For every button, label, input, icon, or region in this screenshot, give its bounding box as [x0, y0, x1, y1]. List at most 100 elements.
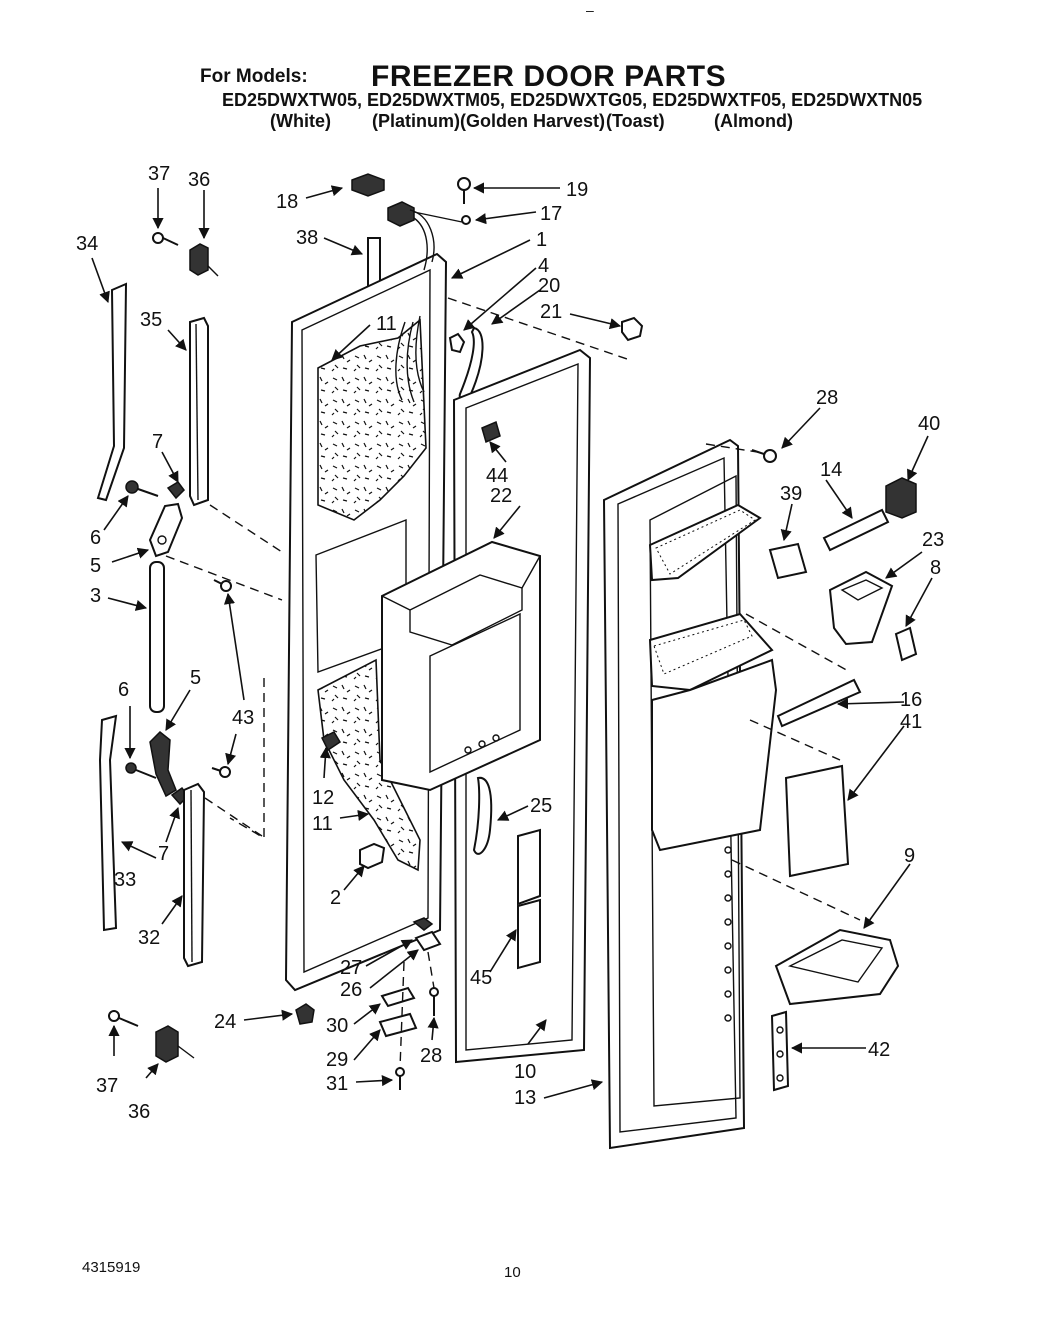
callout-28-lower: 28 [420, 1045, 442, 1067]
hinge-cap-top [189, 243, 219, 277]
callout-28-upper: 28 [816, 387, 838, 409]
callout-31: 31 [326, 1073, 348, 1095]
pad-45-upper [517, 828, 541, 906]
part-21 [621, 316, 644, 342]
callout-38: 38 [296, 227, 318, 249]
bracket-29 [378, 1012, 418, 1038]
callout-14: 14 [820, 459, 842, 481]
callout-37-bottom: 37 [96, 1075, 118, 1097]
callout-11-top: 11 [376, 313, 397, 335]
model-numbers: ED25DWXTW05, ED25DWXTM05, ED25DWXTG05, E… [222, 90, 923, 110]
color-toast: (Toast) [606, 111, 665, 131]
callout-40: 40 [918, 413, 940, 435]
callout-6-lower: 6 [118, 679, 129, 701]
pad-39 [768, 542, 808, 580]
callout-9: 9 [904, 845, 915, 867]
callout-10: 10 [514, 1061, 536, 1083]
dispenser-bezel [651, 658, 778, 852]
top-mark: – [586, 2, 594, 18]
color-golden-harvest: (Golden Harvest) [460, 111, 606, 131]
screw-6-top [125, 480, 159, 497]
bracket-30 [380, 986, 416, 1008]
clip-12 [320, 731, 342, 752]
color-white: (White) [270, 111, 331, 131]
color-almond: (Almond) [714, 111, 793, 131]
screw-6-lower [125, 762, 157, 779]
screw-19 [457, 177, 471, 204]
callout-5-top: 5 [90, 555, 101, 577]
callout-27: 27 [340, 957, 362, 979]
clip-44 [481, 420, 501, 444]
callout-labels: 37 36 34 35 7 6 5 3 6 5 43 7 33 32 37 36… [76, 163, 944, 1123]
callout-2: 2 [330, 887, 341, 909]
callout-17: 17 [540, 203, 562, 225]
handle-tube [149, 561, 165, 713]
callout-21: 21 [540, 301, 562, 323]
bottom-hardware-group [295, 917, 442, 1090]
connector-18 [351, 173, 385, 197]
callout-32: 32 [138, 927, 160, 949]
color-platinum: (Platinum) [372, 111, 460, 131]
insulation-lower [317, 658, 421, 872]
screw-43-upper [213, 579, 232, 592]
screw-31 [395, 1067, 405, 1090]
callout-20: 20 [538, 275, 560, 297]
left-hardware-group [96, 232, 283, 1063]
screw-43-lower [211, 766, 231, 778]
harness-block [387, 201, 415, 227]
callout-35: 35 [140, 309, 162, 331]
dispenser-recess-lower [648, 612, 774, 692]
handle-channel-top [189, 316, 209, 507]
screw-28-lower [429, 987, 439, 1016]
callout-13: 13 [514, 1087, 536, 1109]
part-4-plug [448, 332, 466, 354]
grommet-17 [461, 215, 471, 225]
plate-26 [414, 930, 442, 952]
tube-25 [472, 776, 493, 855]
page-title: FREEZER DOOR PARTS [371, 60, 727, 93]
callout-26: 26 [340, 979, 362, 1001]
callout-42: 42 [868, 1039, 890, 1061]
rail-16 [776, 678, 862, 728]
part-2-bracket [359, 842, 386, 870]
hinge-screw-bottom [108, 1010, 139, 1027]
callout-8: 8 [930, 557, 941, 579]
callout-37-top: 37 [148, 163, 170, 185]
callout-7-lower: 7 [158, 843, 169, 865]
trim-strip-34 [96, 282, 128, 502]
callout-4: 4 [538, 255, 549, 277]
hinge-screw-top [152, 232, 179, 246]
outer-door-group [602, 438, 861, 1150]
insulation-upper [317, 318, 427, 521]
callout-7-top: 7 [152, 431, 163, 453]
bracket-5-top [148, 502, 184, 558]
screw-28-upper [751, 449, 777, 463]
dispenser-recess-upper [648, 503, 762, 582]
callout-1: 1 [536, 229, 547, 251]
callout-22: 22 [490, 485, 512, 507]
washer-27 [412, 917, 434, 931]
callout-5-lower: 5 [190, 667, 201, 689]
callout-33: 33 [114, 869, 136, 891]
clip-top [166, 481, 185, 500]
callout-24: 24 [214, 1011, 236, 1033]
plate-41 [784, 764, 850, 878]
callout-34: 34 [76, 233, 98, 255]
callout-23: 23 [922, 529, 944, 551]
callout-44: 44 [486, 465, 508, 487]
callout-45: 45 [470, 967, 492, 989]
callout-41: 41 [900, 711, 922, 733]
door-panel-group [284, 237, 448, 992]
leader-lines [91, 182, 933, 1099]
callout-39: 39 [780, 483, 802, 505]
dispenser-housing-group [381, 540, 541, 792]
tube-20 [458, 326, 484, 401]
callout-43: 43 [232, 707, 254, 729]
callout-36-bottom: 36 [128, 1101, 150, 1123]
for-models-label: For Models: [200, 66, 308, 87]
callout-6-top: 6 [90, 527, 101, 549]
bracket-8 [894, 626, 918, 662]
trim-strip-33 [98, 714, 118, 932]
bracket-5-lower [149, 730, 177, 798]
